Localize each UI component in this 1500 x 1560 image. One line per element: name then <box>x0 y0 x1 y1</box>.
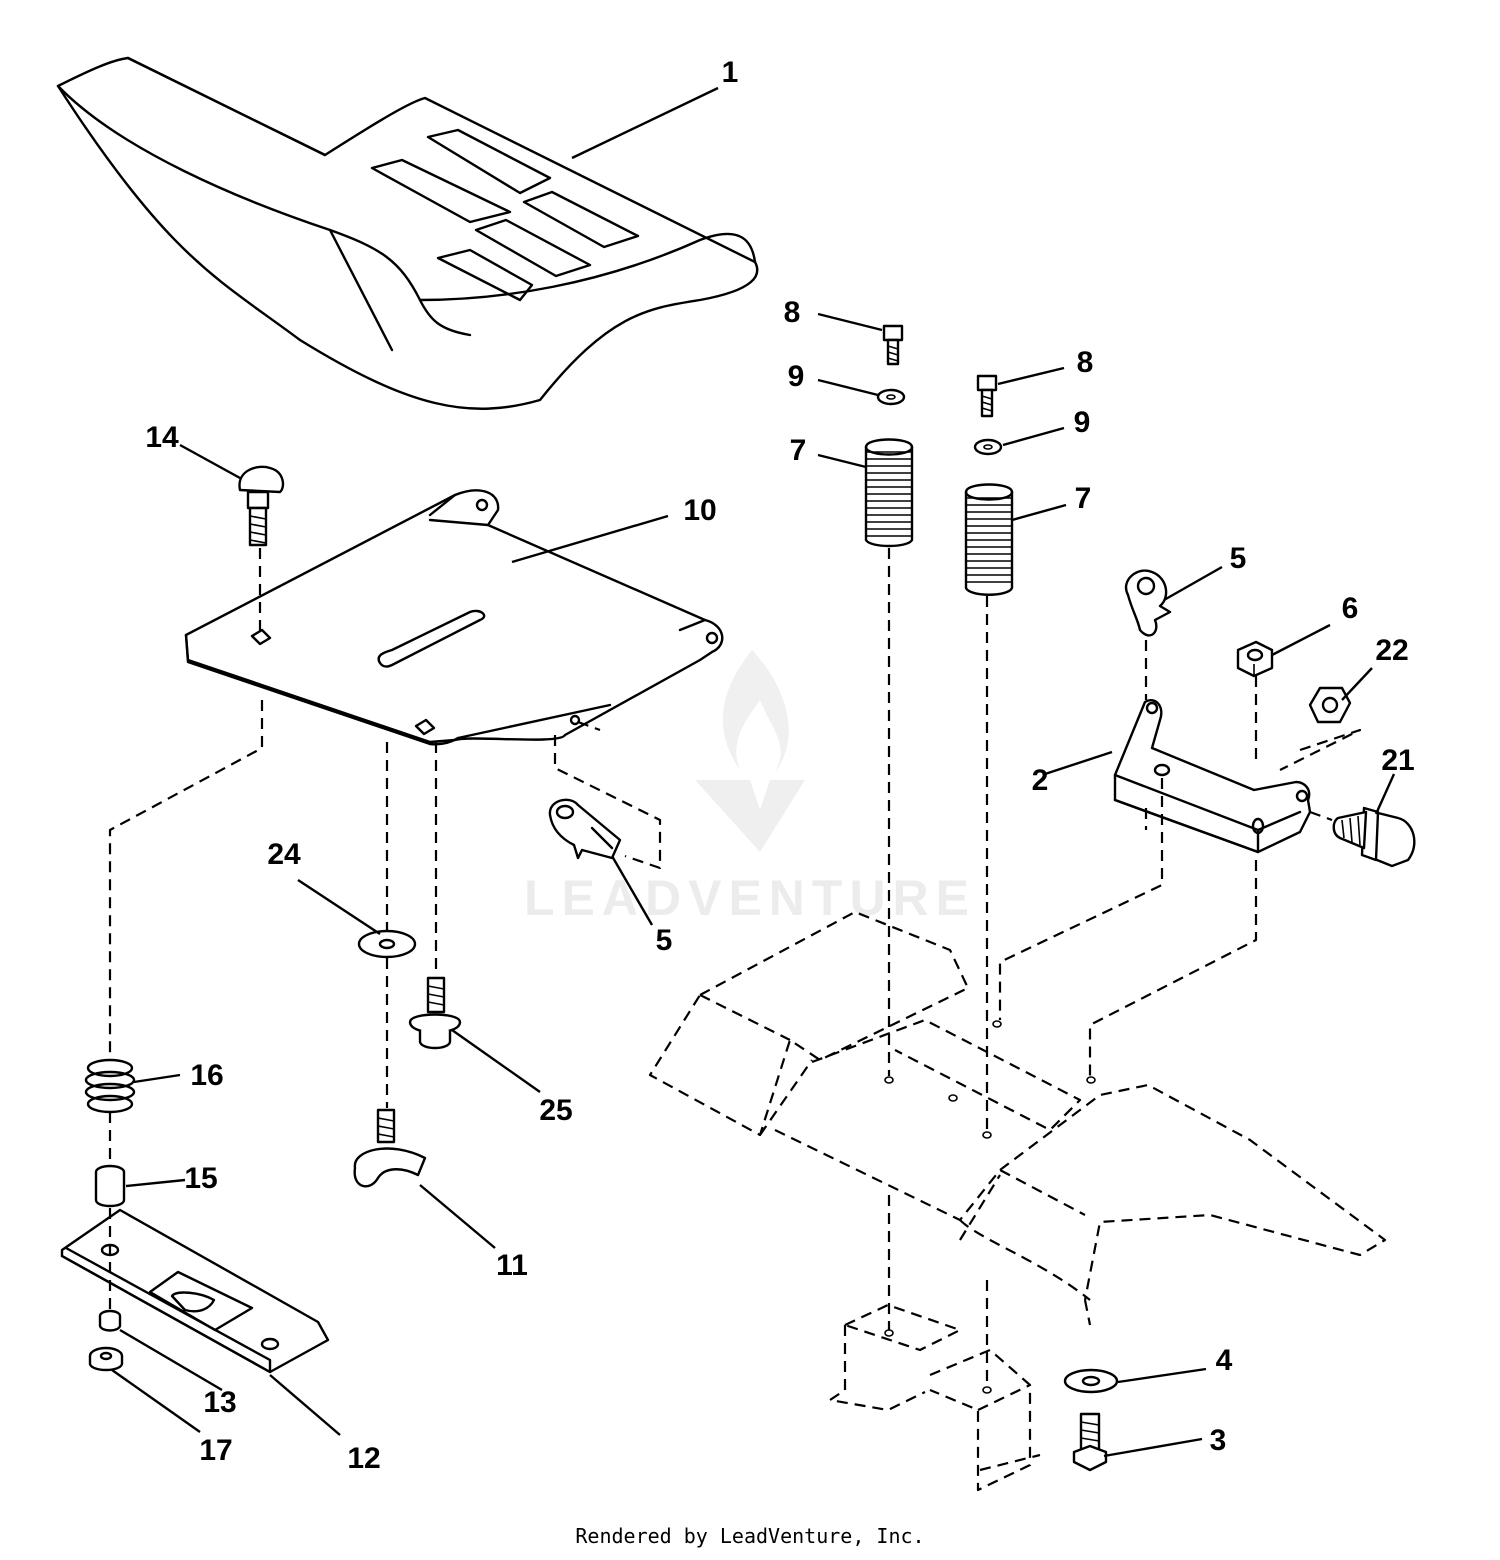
part-spring-16 <box>84 1058 136 1114</box>
callout-5-upper: 5 <box>1230 542 1247 575</box>
fender-frame-phantom <box>648 910 1387 1492</box>
callout-25: 25 <box>539 1094 572 1127</box>
part-clip-upper <box>1124 569 1172 637</box>
part-washer-left <box>876 388 906 406</box>
callout-21: 21 <box>1381 744 1414 777</box>
callout-22: 22 <box>1375 634 1408 667</box>
part-mounting-plate-12 <box>60 1208 330 1374</box>
part-seat <box>56 56 759 410</box>
watermark-text: LEADVENTURE <box>524 870 976 926</box>
callout-13: 13 <box>203 1386 236 1419</box>
callout-5-lower: 5 <box>656 924 673 957</box>
callout-12: 12 <box>347 1442 380 1475</box>
part-flange-nut-17 <box>88 1346 124 1372</box>
callout-8-right: 8 <box>1077 346 1094 379</box>
callout-10: 10 <box>683 494 716 527</box>
assembly-lines <box>108 548 1362 1385</box>
leader-lines <box>111 86 1396 1458</box>
callout-16: 16 <box>190 1059 223 1092</box>
part-hex-bolt-right <box>976 374 998 418</box>
callout-9-right: 9 <box>1074 406 1091 439</box>
callout-8-left: 8 <box>784 296 801 329</box>
callout-15: 15 <box>184 1162 217 1195</box>
part-spacer-15 <box>94 1164 126 1208</box>
callout-14: 14 <box>145 421 179 454</box>
callout-7-right: 7 <box>1075 482 1092 515</box>
part-spring-right <box>964 483 1014 596</box>
part-shoulder-bolt-21 <box>1332 806 1416 868</box>
part-washer-4 <box>1063 1368 1119 1394</box>
callout-1: 1 <box>722 56 739 89</box>
part-clip-lower <box>548 798 622 860</box>
part-seat-pan <box>184 489 724 746</box>
callout-7-left: 7 <box>790 434 807 467</box>
callout-4: 4 <box>1216 1344 1233 1377</box>
callout-9-left: 9 <box>788 360 805 393</box>
leadventure-logo-watermark <box>695 650 805 852</box>
part-bracket <box>1113 699 1312 854</box>
part-nut-6 <box>1236 640 1274 678</box>
part-nut-13 <box>98 1309 122 1332</box>
callout-3: 3 <box>1210 1424 1227 1457</box>
part-nut-22 <box>1308 686 1352 724</box>
callout-labels: 1 2 3 4 5 5 6 7 7 8 8 9 9 10 11 12 13 14… <box>145 56 1414 1475</box>
part-carriage-bolt <box>238 465 285 547</box>
callout-6: 6 <box>1342 592 1359 625</box>
callout-2: 2 <box>1032 764 1049 797</box>
part-flange-bolt-25 <box>408 976 462 1050</box>
part-washer-right <box>973 438 1003 456</box>
part-hex-bolt-left <box>882 324 904 366</box>
callout-17: 17 <box>199 1434 232 1467</box>
part-spring-left <box>864 438 914 548</box>
callout-24: 24 <box>267 838 301 871</box>
callout-11: 11 <box>496 1249 528 1282</box>
part-wing-knob-11 <box>353 1108 427 1188</box>
part-hex-bolt-3 <box>1072 1412 1108 1472</box>
part-washer-24 <box>357 929 417 959</box>
footer-credit: Rendered by LeadVenture, Inc. <box>575 1524 925 1548</box>
